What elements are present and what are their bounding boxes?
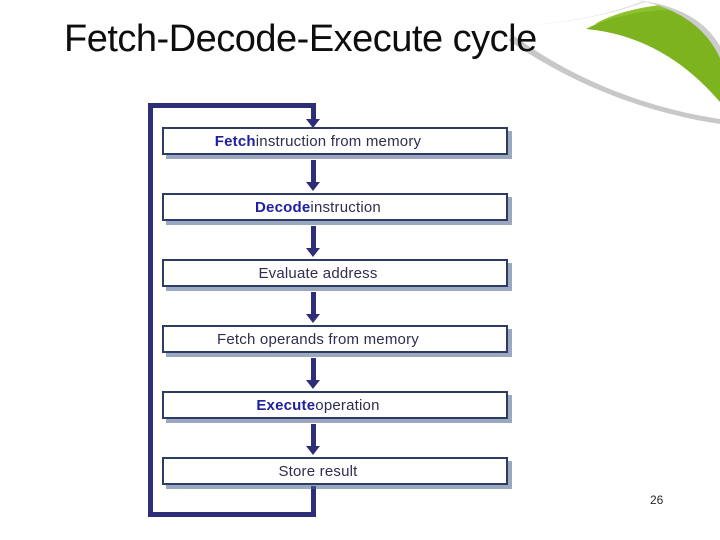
loop-line-bottom: [148, 512, 316, 517]
step-text: Evaluate address: [258, 264, 378, 282]
step-box-fetch-operands: Fetch operands from memory: [162, 325, 508, 353]
page-number: 26: [650, 493, 664, 507]
page-curl-decoration-icon: [500, 0, 720, 128]
step-text: instruction: [310, 198, 381, 216]
step-box-evaluate-address: Evaluate address: [162, 259, 508, 287]
loop-line-top: [148, 103, 316, 108]
loop-line-entry: [311, 103, 316, 119]
step-text: Store result: [278, 462, 358, 480]
step-box-execute-operation: Execute operation: [162, 391, 508, 419]
step-text: operation: [315, 396, 380, 414]
step-keyword: Decode: [255, 198, 311, 216]
step-box-fetch-instruction: Fetch instruction from memory: [162, 127, 508, 155]
step-box-store-result: Store result: [162, 457, 508, 485]
step-text: instruction from memory: [255, 132, 422, 150]
loop-line-bottom-stub: [311, 486, 316, 517]
step-box-decode-instruction: Decode instruction: [162, 193, 508, 221]
step-text: Fetch operands from memory: [217, 330, 419, 348]
step-keyword: Fetch: [214, 132, 256, 150]
loop-line-left: [148, 103, 153, 517]
step-keyword: Execute: [256, 396, 316, 414]
slide-title: Fetch-Decode-Execute cycle: [64, 18, 537, 60]
